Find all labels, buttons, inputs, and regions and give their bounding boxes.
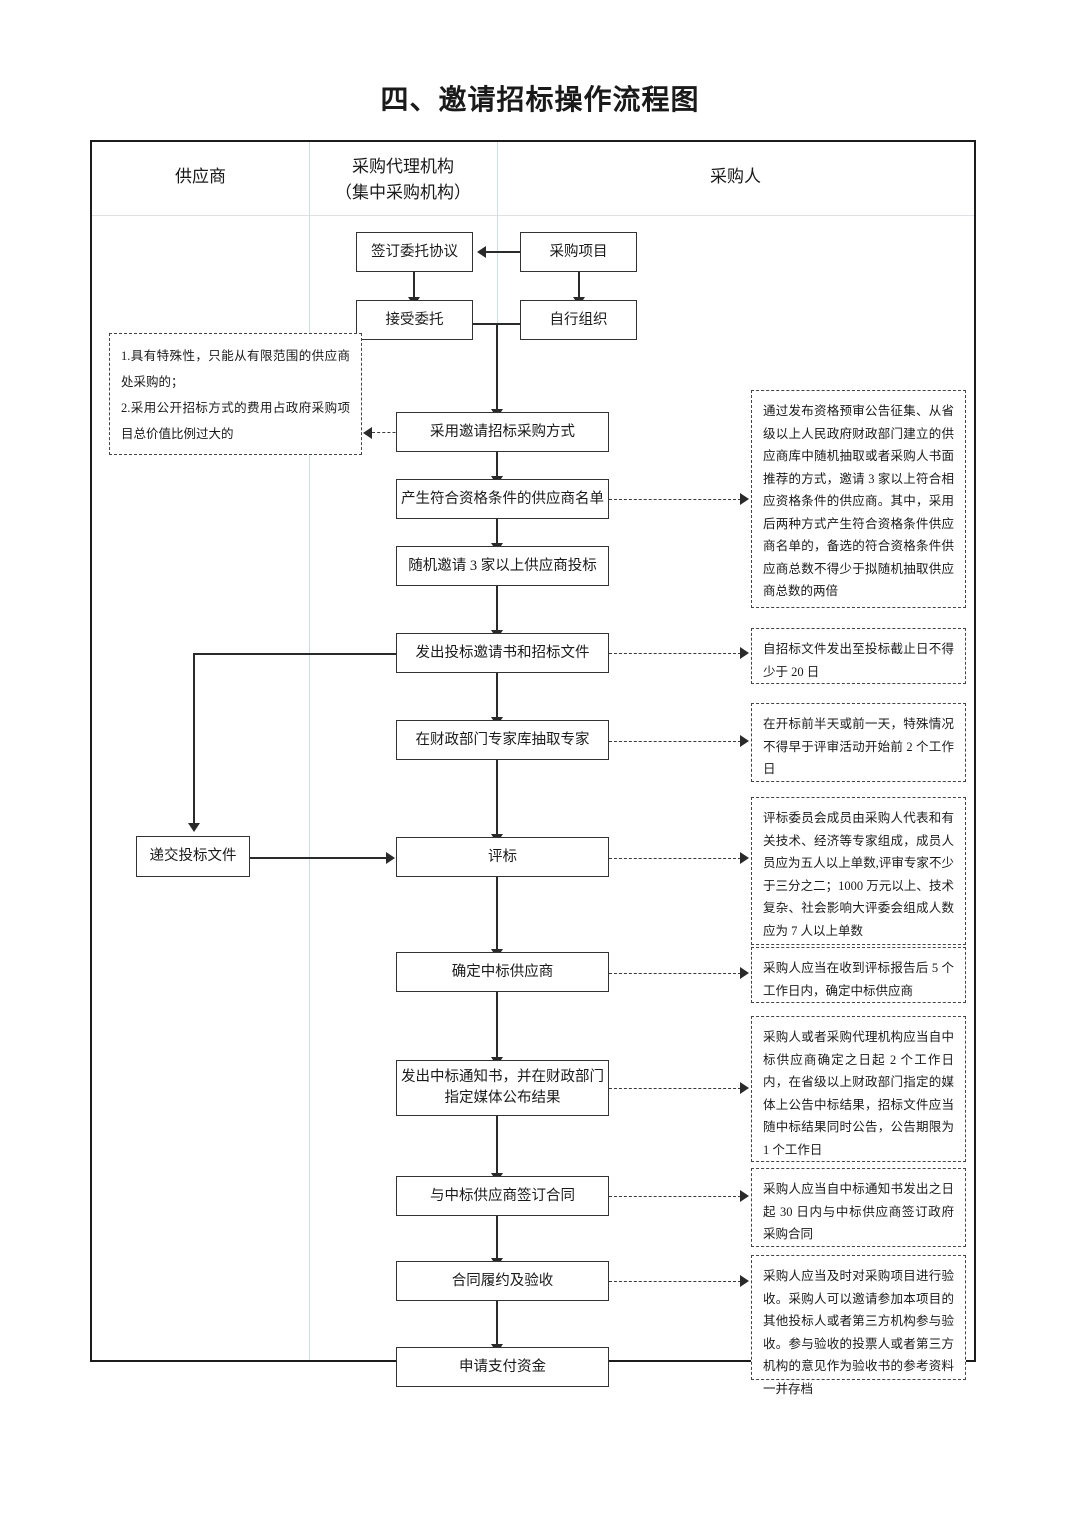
arrow-invite-method-to-left-note (363, 427, 372, 439)
connector-issue-to-submit-v (193, 653, 195, 826)
page-title: 四、邀请招标操作流程图 (380, 85, 700, 116)
note-invitation-deadline: 自招标文件发出至投标截止日不得少于 20 日 (751, 628, 966, 684)
node-apply-payment[interactable]: 申请支付资金 (396, 1347, 609, 1387)
note-left-conditions: 1.具有特殊性，只能从有限范围的供应商处采购的； 2.采用公开招标方式的费用占政… (109, 333, 362, 455)
node-sign-agreement[interactable]: 签订委托协议 (356, 232, 473, 272)
node-contract-acceptance[interactable]: 合同履约及验收 (396, 1261, 609, 1301)
connector-submit-to-evaluation (250, 857, 387, 859)
arrow-notice-to-note (740, 1082, 749, 1094)
connector-invite-to-qualified (496, 452, 498, 479)
connector-experts-to-evaluation (496, 760, 498, 837)
node-determine-winner[interactable]: 确定中标供应商 (396, 952, 609, 992)
column-header-buyer: 采购人 (710, 167, 761, 186)
connector-project-to-self (578, 272, 580, 300)
arrow-qualified-to-note (740, 493, 749, 505)
column-header-agency-sub: （集中采购机构） (335, 183, 471, 202)
node-accept-entrust[interactable]: 接受委托 (356, 300, 473, 340)
node-invite-method[interactable]: 采用邀请招标采购方式 (396, 412, 609, 452)
connector-notice-to-note (609, 1088, 741, 1089)
connector-winner-to-note (609, 973, 741, 974)
node-sign-contract[interactable]: 与中标供应商签订合同 (396, 1176, 609, 1216)
note-experts-timing: 在开标前半天或前一天，特殊情况不得早于评审活动开始前 2 个工作日 (751, 703, 966, 782)
connector-sign-to-accept (413, 272, 415, 300)
connector-merge-down (496, 323, 498, 412)
node-invite-three[interactable]: 随机邀请 3 家以上供应商投标 (396, 546, 609, 586)
column-header-agency-main: 采购代理机构 (352, 157, 454, 176)
connector-invite3-to-issue (496, 586, 498, 633)
node-submit-bid[interactable]: 递交投标文件 (136, 836, 250, 877)
connector-experts-to-note (609, 741, 741, 742)
connector-contract-to-note (609, 1196, 741, 1197)
column-header-supplier: 供应商 (175, 167, 226, 186)
connector-notice-to-contract (496, 1116, 498, 1176)
connector-issue-to-submit-h (193, 653, 396, 655)
flowchart-frame: 供应商 采购代理机构 （集中采购机构） 采购人 签订委托协议 采购项目 接受委托… (90, 140, 976, 1396)
node-issue-notice[interactable]: 发出中标通知书，并在财政部门指定媒体公布结果 (396, 1060, 609, 1116)
arrow-issue-to-submit (188, 823, 200, 832)
note-contract-deadline: 采购人应当自中标通知书发出之日起 30 日内与中标供应商签订政府采购合同 (751, 1168, 966, 1247)
header-rule (92, 215, 974, 216)
connector-evaluation-to-note (609, 858, 741, 859)
connector-issue-to-experts (496, 673, 498, 720)
note-qualified-list: 通过发布资格预审公告征集、从省级以上人民政府财政部门建立的供应商库中随机抽取或者… (751, 390, 966, 608)
connector-acceptance-to-note (609, 1281, 741, 1282)
node-qualified-list[interactable]: 产生符合资格条件的供应商名单 (396, 479, 609, 519)
connector-project-to-sign (486, 251, 520, 253)
connector-issue-to-note (609, 653, 741, 654)
node-issue-invitation[interactable]: 发出投标邀请书和招标文件 (396, 633, 609, 673)
node-evaluation[interactable]: 评标 (396, 837, 609, 877)
arrow-contract-to-note (740, 1190, 749, 1202)
column-header-agency: 采购代理机构 （集中采购机构） (309, 154, 497, 206)
arrow-acceptance-to-note (740, 1275, 749, 1287)
note-publish-result: 采购人或者采购代理机构应当自中标供应商确定之日起 2 个工作日内，在省级以上财政… (751, 1016, 966, 1162)
node-draw-experts[interactable]: 在财政部门专家库抽取专家 (396, 720, 609, 760)
connector-winner-to-notice (496, 992, 498, 1060)
connector-qualified-to-note (609, 499, 741, 500)
arrow-submit-to-evaluation (386, 852, 395, 864)
arrow-evaluation-to-note (740, 852, 749, 864)
connector-qualified-to-invite3 (496, 519, 498, 546)
note-determine-winner: 采购人应当在收到评标报告后 5 个工作日内，确定中标供应商 (751, 947, 966, 1003)
node-self-organize[interactable]: 自行组织 (520, 300, 637, 340)
column-divider-supplier-agency (309, 142, 310, 1360)
node-procurement-project[interactable]: 采购项目 (520, 232, 637, 272)
arrow-experts-to-note (740, 735, 749, 747)
note-acceptance: 采购人应当及时对采购项目进行验收。采购人可以邀请参加本项目的其他投标人或者第三方… (751, 1255, 966, 1396)
connector-acceptance-to-payment (496, 1301, 498, 1347)
arrow-winner-to-note (740, 967, 749, 979)
connector-evaluation-to-winner (496, 877, 498, 952)
connector-contract-to-acceptance (496, 1216, 498, 1261)
arrow-project-to-sign (477, 246, 486, 258)
note-evaluation-committee: 评标委员会成员由采购人代表和有关技术、经济等专家组成，成员人员应为五人以上单数,… (751, 797, 966, 945)
arrow-issue-to-note (740, 647, 749, 659)
